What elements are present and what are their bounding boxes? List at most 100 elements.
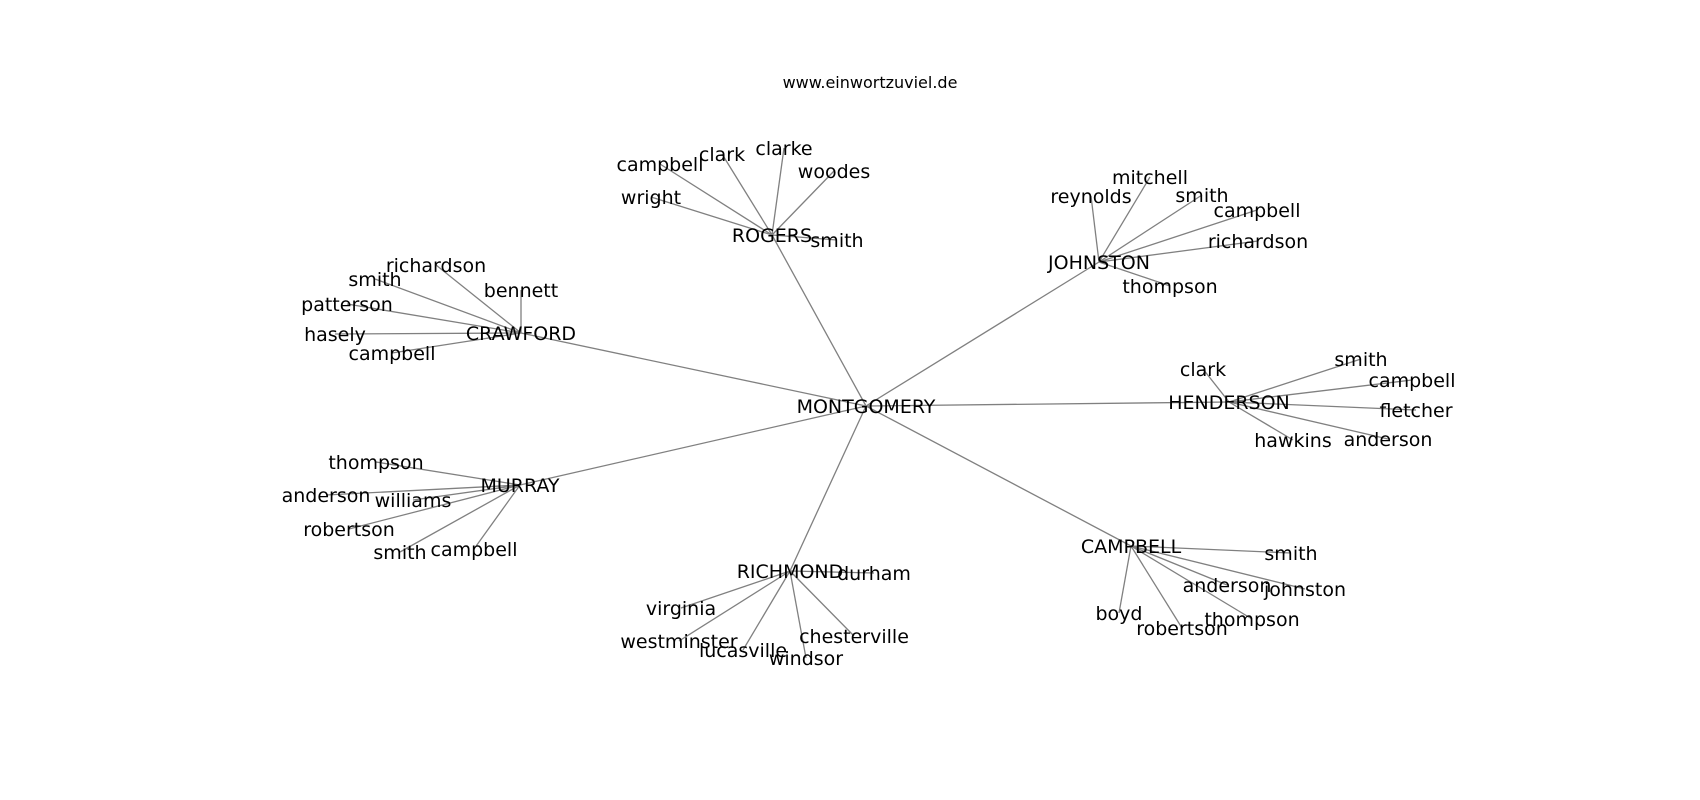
edge-center-richmond bbox=[789, 405, 867, 572]
node-leaf-campbell-0: smith bbox=[1264, 543, 1317, 565]
edge-rogers-3 bbox=[771, 170, 835, 236]
node-leaf-crawford-4: hasely bbox=[304, 324, 366, 346]
node-hub-rogers: ROGERS bbox=[732, 225, 812, 247]
node-center: MONTGOMERY bbox=[797, 396, 936, 418]
node-leaf-murray-5: campbell bbox=[431, 539, 518, 561]
edge-rogers-1 bbox=[721, 153, 773, 236]
edge-crawford-3 bbox=[346, 303, 522, 334]
node-leaf-crawford-5: campbell bbox=[349, 343, 436, 365]
edge-center-johnston bbox=[865, 261, 1100, 407]
node-leaf-richmond-0: durham bbox=[837, 563, 911, 585]
edge-johnston-0 bbox=[1098, 176, 1151, 263]
node-leaf-rogers-1: clark bbox=[699, 144, 745, 166]
node-leaf-johnston-4: richardson bbox=[1208, 231, 1308, 253]
edge-richmond-5 bbox=[789, 570, 807, 659]
edge-richmond-1 bbox=[680, 570, 791, 609]
node-hub-richmond: RICHMOND bbox=[737, 561, 844, 583]
edge-center-henderson bbox=[865, 401, 1230, 407]
node-leaf-henderson-3: fletcher bbox=[1379, 400, 1452, 422]
edge-rogers-2 bbox=[771, 147, 785, 236]
node-leaf-crawford-0: richardson bbox=[386, 255, 486, 277]
edge-johnston-2 bbox=[1098, 194, 1203, 263]
edge-murray-5 bbox=[473, 484, 521, 550]
edge-richmond-4 bbox=[789, 570, 855, 637]
graph-title: www.einwortzuviel.de bbox=[783, 73, 958, 92]
edge-campbell-2 bbox=[1130, 545, 1306, 590]
node-hub-campbell: CAMPBELL bbox=[1081, 536, 1182, 558]
edge-henderson-0 bbox=[1202, 368, 1230, 403]
node-leaf-rogers-5: smith bbox=[810, 230, 863, 252]
edge-rogers-4 bbox=[650, 196, 773, 236]
node-leaf-campbell-5: robertson bbox=[1136, 618, 1228, 640]
edge-campbell-4 bbox=[1130, 545, 1253, 620]
edge-johnston-3 bbox=[1098, 209, 1258, 263]
node-leaf-murray-1: anderson bbox=[282, 485, 371, 507]
node-leaf-crawford-2: bennett bbox=[484, 280, 558, 302]
edge-center-crawford bbox=[520, 332, 867, 407]
node-leaf-rogers-4: wright bbox=[621, 187, 681, 209]
node-leaf-henderson-1: smith bbox=[1334, 349, 1387, 371]
edge-murray-3 bbox=[348, 484, 521, 530]
edge-henderson-4 bbox=[1228, 401, 1294, 441]
node-leaf-henderson-0: clark bbox=[1180, 359, 1226, 381]
node-hub-henderson: HENDERSON bbox=[1168, 392, 1290, 414]
edge-rogers-0 bbox=[659, 163, 773, 236]
node-leaf-johnston-2: smith bbox=[1175, 185, 1228, 207]
edge-henderson-5 bbox=[1228, 401, 1389, 440]
edge-campbell-1 bbox=[1130, 545, 1228, 586]
node-leaf-henderson-4: hawkins bbox=[1254, 430, 1331, 452]
edge-johnston-4 bbox=[1098, 240, 1259, 263]
edge-center-campbell bbox=[865, 405, 1132, 547]
node-leaf-campbell-1: anderson bbox=[1183, 575, 1272, 597]
edge-henderson-2 bbox=[1228, 379, 1413, 403]
node-leaf-johnston-5: thompson bbox=[1122, 276, 1217, 298]
node-leaf-richmond-3: lucasville bbox=[699, 640, 787, 662]
edge-crawford-5 bbox=[391, 332, 522, 354]
node-leaf-richmond-1: virginia bbox=[646, 598, 716, 620]
node-leaf-campbell-2: johnston bbox=[1263, 579, 1346, 601]
edge-crawford-0 bbox=[435, 264, 522, 334]
edge-campbell-3 bbox=[1118, 545, 1132, 614]
node-leaf-rogers-2: clarke bbox=[755, 138, 812, 160]
node-leaf-johnston-1: reynolds bbox=[1050, 186, 1131, 208]
node-leaf-richmond-2: westminster bbox=[620, 631, 737, 653]
edge-murray-4 bbox=[399, 484, 521, 553]
node-leaf-murray-4: smith bbox=[373, 542, 426, 564]
node-leaf-campbell-4: thompson bbox=[1204, 609, 1299, 631]
node-leaf-henderson-2: campbell bbox=[1369, 370, 1456, 392]
edge-richmond-3 bbox=[742, 570, 791, 651]
node-leaf-rogers-0: campbell bbox=[617, 154, 704, 176]
edge-crawford-1 bbox=[374, 278, 522, 334]
node-leaf-campbell-3: boyd bbox=[1096, 603, 1143, 625]
edge-richmond-2 bbox=[678, 570, 791, 642]
edge-henderson-1 bbox=[1228, 358, 1362, 403]
edge-murray-2 bbox=[412, 484, 521, 501]
node-leaf-rogers-3: woodes bbox=[798, 161, 870, 183]
edge-johnston-1 bbox=[1090, 195, 1100, 263]
edge-center-rogers bbox=[771, 234, 867, 407]
node-leaf-henderson-5: anderson bbox=[1344, 429, 1433, 451]
node-leaf-murray-0: thompson bbox=[328, 452, 423, 474]
node-leaf-murray-2: williams bbox=[375, 490, 452, 512]
node-hub-murray: MURRAY bbox=[480, 475, 559, 497]
node-leaf-johnston-3: campbell bbox=[1214, 200, 1301, 222]
node-leaf-crawford-3: patterson bbox=[301, 294, 393, 316]
edge-murray-0 bbox=[375, 461, 521, 486]
node-leaf-crawford-1: smith bbox=[348, 269, 401, 291]
node-hub-crawford: CRAWFORD bbox=[466, 323, 576, 345]
node-leaf-johnston-0: mitchell bbox=[1112, 167, 1188, 189]
edge-center-murray bbox=[519, 405, 867, 486]
edge-murray-1 bbox=[325, 484, 521, 496]
edges bbox=[325, 147, 1417, 659]
edge-richmond-0 bbox=[789, 570, 875, 574]
node-leaf-murray-3: robertson bbox=[303, 519, 395, 541]
node-leaf-richmond-5: windsor bbox=[769, 648, 843, 670]
node-hub-johnston: JOHNSTON bbox=[1047, 252, 1150, 274]
edge-crawford-4 bbox=[334, 332, 522, 335]
edge-campbell-0 bbox=[1130, 545, 1292, 554]
node-leaf-richmond-4: chesterville bbox=[799, 626, 909, 648]
edge-henderson-3 bbox=[1228, 401, 1417, 411]
edge-rogers-5 bbox=[771, 234, 838, 241]
